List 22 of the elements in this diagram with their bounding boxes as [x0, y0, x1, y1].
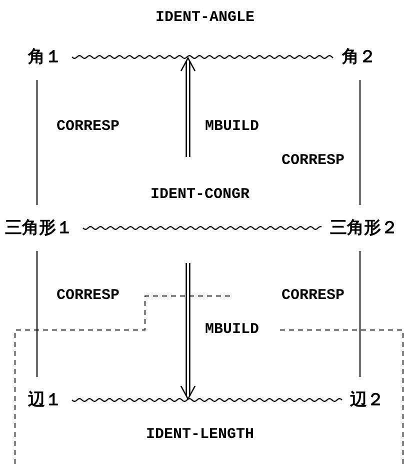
term-label: 辺１ [28, 389, 62, 411]
wavy-line [72, 398, 342, 402]
wavy-line [82, 226, 322, 230]
edge-label: IDENT-CONGR [150, 186, 250, 204]
term-label: 三角形１ [5, 217, 73, 239]
term-label: 辺２ [350, 389, 384, 411]
term-label: 三角形２ [330, 217, 398, 239]
connector-line [36, 251, 38, 377]
edge-label: CORRESP [282, 152, 344, 170]
edge-label: CORRESP [282, 287, 344, 305]
connector-line [36, 80, 38, 205]
term-label: 角２ [342, 46, 376, 68]
relation-label: MBUILD [205, 118, 259, 136]
edge-label: IDENT-ANGLE [155, 9, 255, 27]
edge-label: CORRESP [56, 287, 120, 305]
term-label: 角１ [28, 46, 62, 68]
edge-label: IDENT-LENGTH [146, 426, 254, 444]
edge-label: CORRESP [56, 118, 120, 136]
relation-label: MBUILD [205, 321, 259, 339]
connector-line [359, 80, 361, 205]
wavy-line [72, 55, 334, 59]
connector-line [359, 251, 361, 377]
